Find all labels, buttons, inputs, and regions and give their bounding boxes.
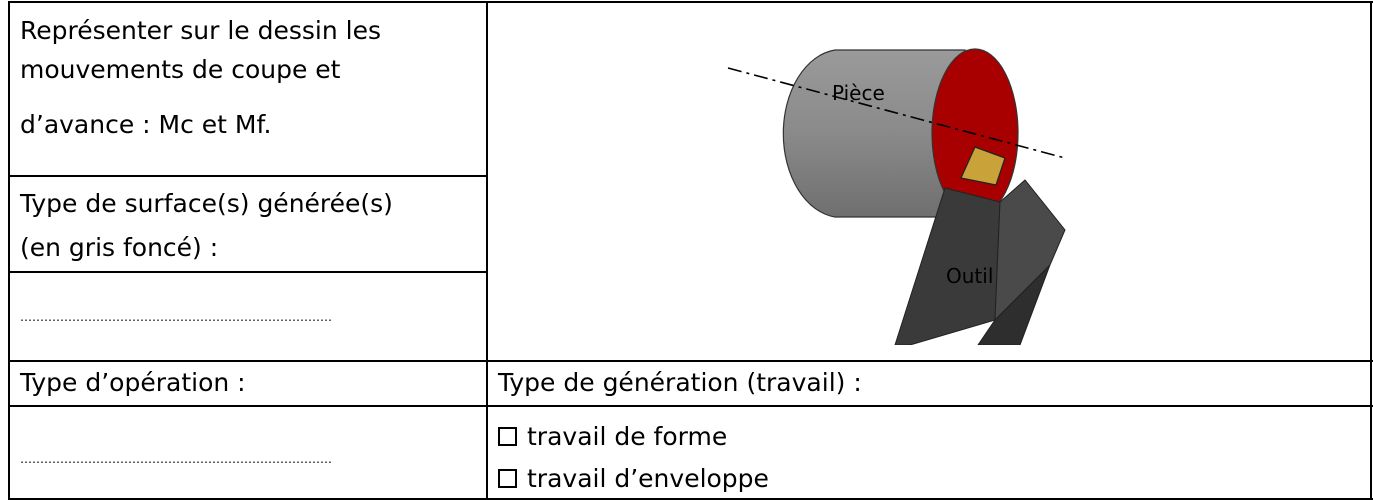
checkbox-icon[interactable] [498, 468, 517, 488]
option-travail-de-forme[interactable]: travail de forme [498, 418, 727, 456]
table-border-left [8, 1, 10, 500]
row-divider-1 [8, 175, 487, 177]
column-divider [486, 1, 488, 500]
row-divider-2 [8, 271, 487, 273]
piece-label: Pièce [832, 81, 885, 105]
option-travail-d-enveloppe[interactable]: travail d’enveloppe [498, 460, 769, 498]
table-border-right [1370, 1, 1372, 500]
outil-label: Outil [946, 264, 993, 288]
tool-insert [960, 146, 1006, 186]
tool-shank-front [994, 179, 1066, 322]
operation-label: Type d’opération : [20, 368, 246, 397]
table-border-bottom [8, 498, 1373, 500]
surface-label-line-2: (en gris foncé) : [20, 233, 219, 262]
tool-shank-side [894, 187, 1001, 345]
turning-illustration: Pièce Outil [727, 48, 1066, 345]
rotation-axis [727, 67, 1066, 159]
generation-label: Type de génération (travail) : [498, 368, 862, 397]
instruction-line-1: Représenter sur le dessin les [20, 16, 382, 45]
table-border-top [8, 1, 1373, 3]
checkbox-icon[interactable] [498, 426, 517, 446]
row-divider-3 [8, 360, 1373, 362]
instruction-line-2: mouvements de coupe et [20, 55, 341, 84]
surface-answer-field[interactable]: …………………………………………………………………… [20, 310, 332, 324]
operation-answer-field[interactable]: …………………………………………………………………… [20, 452, 332, 466]
piece-cylinder-body [782, 49, 966, 218]
tool-shank-lower [977, 264, 1051, 345]
option-label: travail de forme [527, 422, 728, 451]
row-divider-4 [8, 405, 1373, 407]
instruction-line-3: d’avance : Mc et Mf. [20, 110, 272, 139]
surface-label-line-1: Type de surface(s) générée(s) [20, 189, 393, 218]
option-label: travail d’enveloppe [527, 464, 769, 493]
